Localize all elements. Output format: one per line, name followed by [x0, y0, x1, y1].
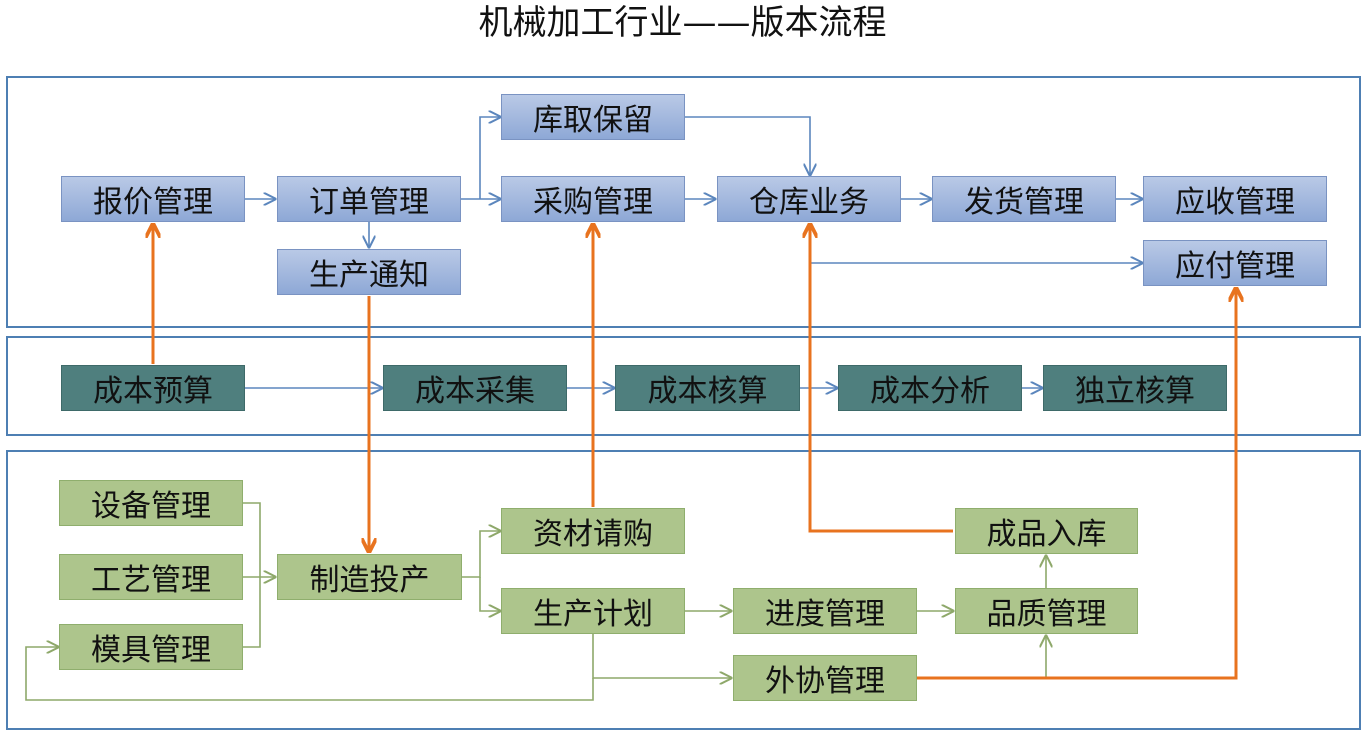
delivery-management-box[interactable]: 发货管理 — [932, 176, 1116, 222]
quote-management-box[interactable]: 报价管理 — [61, 176, 245, 222]
orange-outsourcing-payable — [917, 290, 1236, 680]
material-request-box[interactable]: 资材请购 — [501, 508, 685, 554]
production-plan-box[interactable]: 生产计划 — [501, 588, 685, 634]
quality-management-box[interactable]: 品质管理 — [955, 588, 1138, 634]
payable-management-box[interactable]: 应付管理 — [1143, 240, 1327, 286]
arrow-reserve-warehouse — [685, 116, 810, 175]
receivable-management-box[interactable]: 应收管理 — [1143, 176, 1327, 222]
cost-budget-box[interactable]: 成本预算 — [61, 365, 245, 411]
arrow-order-reserve — [479, 117, 500, 199]
orange-storage-warehouse — [810, 226, 953, 533]
arrow-plan-outsourcing — [592, 634, 731, 678]
reserve-box[interactable]: 库取保留 — [501, 94, 685, 140]
bracket-equipment-mold — [243, 502, 261, 648]
order-management-box[interactable]: 订单管理 — [277, 176, 461, 222]
mold-management-box[interactable]: 模具管理 — [59, 624, 243, 670]
arrow-outsourcing-quality — [917, 636, 1046, 679]
outsourcing-management-box[interactable]: 外协管理 — [733, 655, 917, 701]
page-title: 机械加工行业——版本流程 — [478, 3, 887, 43]
warehouse-business-box[interactable]: 仓库业务 — [717, 176, 901, 222]
finished-storage-box[interactable]: 成品入库 — [955, 508, 1138, 554]
process-management-box[interactable]: 工艺管理 — [59, 554, 243, 600]
arrow-plan-mold — [25, 647, 594, 701]
independent-accounting-box[interactable]: 独立核算 — [1043, 365, 1227, 411]
equipment-management-box[interactable]: 设备管理 — [59, 480, 243, 526]
progress-management-box[interactable]: 进度管理 — [733, 588, 917, 634]
purchase-management-box[interactable]: 采购管理 — [501, 176, 685, 222]
arrow-manufacture-request — [462, 531, 500, 578]
cost-collect-box[interactable]: 成本采集 — [383, 365, 567, 411]
arrow-manufacture-plan — [479, 577, 500, 611]
cost-analysis-box[interactable]: 成本分析 — [838, 365, 1022, 411]
production-notice-box[interactable]: 生产通知 — [277, 249, 461, 295]
cost-accounting-box[interactable]: 成本核算 — [615, 365, 800, 411]
manufacture-start-box[interactable]: 制造投产 — [277, 554, 462, 600]
